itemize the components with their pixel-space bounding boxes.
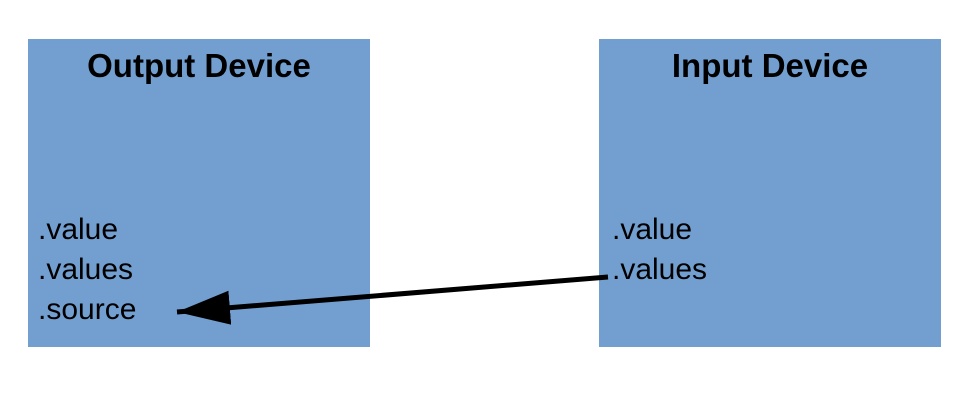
input-device-box: Input Device .value .values: [599, 39, 941, 347]
input-device-properties: .value .values: [599, 210, 941, 290]
input-device-title: Input Device: [671, 47, 869, 84]
output-device-title: Output Device: [87, 47, 311, 84]
output-device-box: Output Device .value .values .source: [28, 39, 370, 347]
property-value: .value: [38, 213, 119, 246]
property-source: .source: [38, 293, 137, 326]
property-values: .values: [612, 253, 708, 286]
property-values: .values: [38, 253, 134, 286]
output-device-properties: .value .values .source: [28, 210, 370, 330]
property-value: .value: [612, 213, 693, 246]
